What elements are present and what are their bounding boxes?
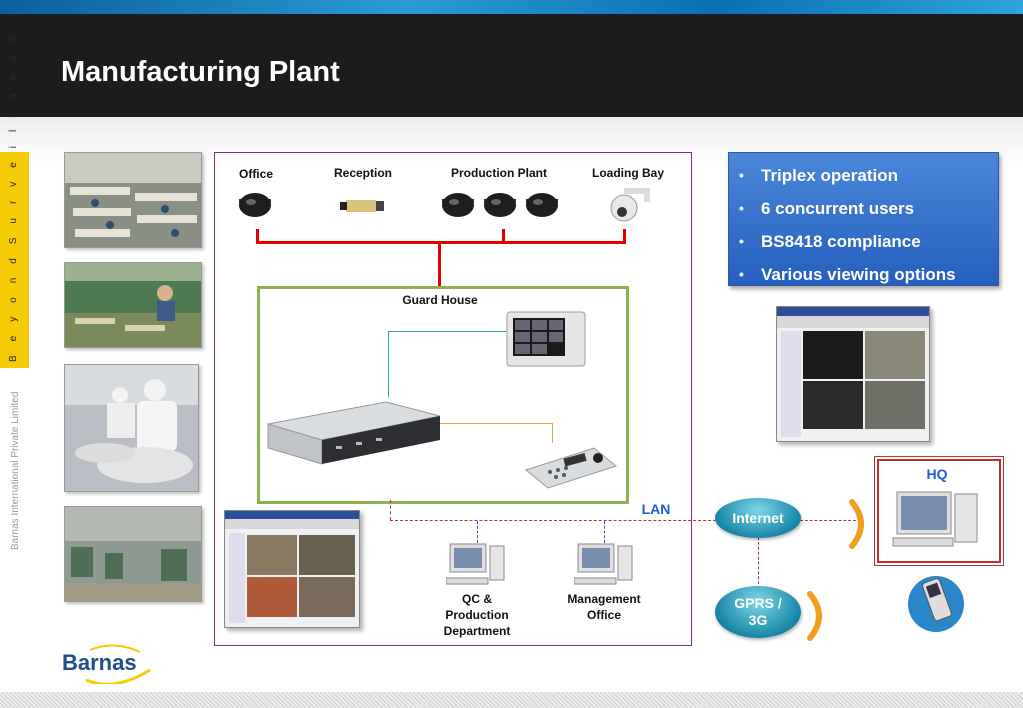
gprs-link-line xyxy=(758,537,759,589)
box-camera-icon xyxy=(340,200,384,212)
barnas-logo: Barnas xyxy=(62,650,137,675)
factory-photo-1 xyxy=(64,152,202,248)
monitor-icon xyxy=(506,311,586,367)
dvr-recorder-icon xyxy=(267,401,441,465)
gprs-3g-node: GPRS /3G xyxy=(715,586,801,638)
monitor-link-line xyxy=(388,331,389,397)
factory-photo-2 xyxy=(64,262,202,348)
camera-trunk-line xyxy=(438,241,441,287)
controller-link-line xyxy=(440,423,552,424)
ptz-keyboard-controller-icon xyxy=(524,447,618,489)
remote-viewer-screenshot xyxy=(776,306,930,442)
features-panel: Triplex operation 6 concurrent users BS8… xyxy=(728,152,999,291)
feature-item: Various viewing options xyxy=(739,258,998,291)
dome-camera-icon xyxy=(484,193,516,217)
client-link-line xyxy=(604,521,605,543)
camera-bus-line xyxy=(256,241,626,244)
label-reception: Reception xyxy=(333,166,392,180)
factory-photo-3 xyxy=(64,364,199,492)
factory-photo-4 xyxy=(64,506,202,602)
camera-drop-line xyxy=(502,229,505,243)
wan-line xyxy=(800,520,856,521)
logo-swoosh xyxy=(85,644,151,684)
feature-item: 6 concurrent users xyxy=(739,192,998,225)
lan-link-line xyxy=(390,500,391,520)
top-stripe xyxy=(0,0,1023,14)
lan-label: LAN xyxy=(641,501,671,517)
tagline-text: B e y o n d S u r v e i l l a n c e xyxy=(8,30,19,362)
guard-house-box xyxy=(257,286,629,504)
camera-drop-line xyxy=(256,229,259,243)
computer-icon xyxy=(446,543,505,585)
wireless-signal-icon xyxy=(807,591,822,641)
feature-item: Triplex operation xyxy=(739,159,998,192)
company-name: Barnas International Private Limited xyxy=(10,391,21,550)
computer-icon xyxy=(574,543,633,585)
dome-camera-icon xyxy=(442,193,474,217)
dome-camera-icon xyxy=(526,193,558,217)
mobile-phone-icon xyxy=(908,576,964,632)
ptz-camera-icon xyxy=(610,188,650,222)
label-office: Office xyxy=(238,167,273,181)
label-guard-house: Guard House xyxy=(402,293,478,307)
controller-link-line xyxy=(552,423,553,443)
label-hq: HQ xyxy=(926,466,948,482)
label-production-plant: Production Plant xyxy=(451,166,547,180)
dome-camera-icon xyxy=(239,193,271,217)
hq-box xyxy=(874,456,1004,566)
header-bar xyxy=(0,14,1023,117)
feature-item: BS8418 compliance xyxy=(739,225,998,258)
wireless-signal-icon xyxy=(849,499,864,549)
camera-drop-line xyxy=(623,229,626,243)
internet-node: Internet xyxy=(715,498,801,538)
client-link-line xyxy=(477,521,478,543)
label-loading-bay: Loading Bay xyxy=(591,166,664,180)
monitor-link-line xyxy=(388,331,506,332)
tagline-band xyxy=(0,152,29,368)
computer-icon xyxy=(892,491,978,547)
footer-pattern xyxy=(0,692,1023,708)
lan-line xyxy=(390,520,716,521)
page-title: Manufacturing Plant xyxy=(61,56,340,88)
software-screenshot xyxy=(224,510,360,628)
system-diagram-frame xyxy=(214,152,692,646)
